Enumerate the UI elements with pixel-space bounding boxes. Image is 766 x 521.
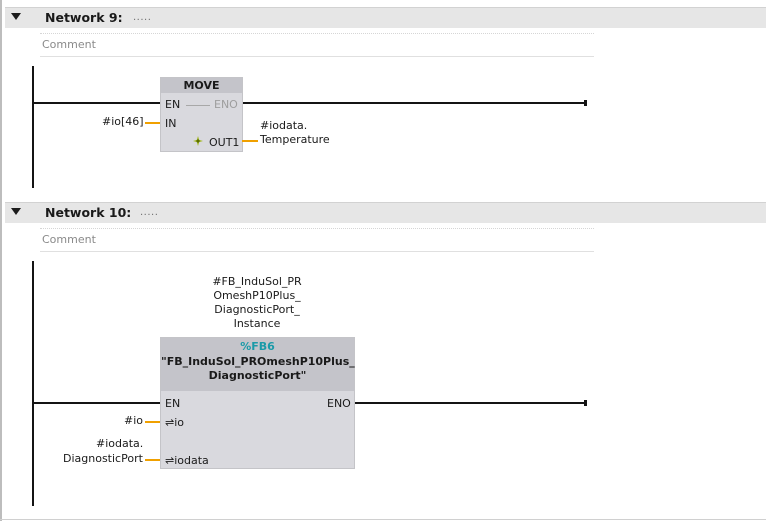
network-9-power-rail (32, 66, 34, 188)
network-9-header[interactable]: Network 9: ..... (5, 7, 766, 28)
fb-pin-eno[interactable]: ENO (327, 397, 351, 410)
fb-block-header (161, 338, 354, 391)
fb-operand-io[interactable]: #io (124, 414, 144, 427)
network-9-dots: ..... (133, 12, 152, 23)
network-9-comment[interactable]: Comment (40, 33, 594, 57)
chevron-down-icon[interactable] (11, 13, 21, 20)
fb-block[interactable]: %FB6 "FB_InduSol_PROmeshP10Plus_ Diagnos… (160, 337, 355, 469)
move-pin-out1[interactable]: OUT1 (209, 136, 240, 149)
move-operand-out1-line2[interactable]: Temperature (260, 133, 330, 146)
network-10-title: Network 10: (45, 205, 132, 220)
move-pin-eno[interactable]: ENO (214, 98, 238, 111)
network-9-comment-placeholder: Comment (42, 38, 96, 51)
network-9-title: Network 9: (45, 10, 123, 25)
network-10-comment[interactable]: Comment (40, 228, 594, 252)
move-in-connector (145, 122, 160, 124)
move-internal-line (186, 105, 210, 106)
fb-operand-iodata-line1[interactable]: #iodata. (96, 437, 144, 450)
move-pin-in[interactable]: IN (165, 117, 177, 130)
move-block-title: MOVE (183, 79, 220, 92)
sparkle-output-icon (193, 136, 203, 146)
network-9-wire-end (584, 100, 587, 106)
network-10-wire-en (33, 402, 160, 404)
left-edge (0, 0, 2, 521)
fb-operand-iodata-line2[interactable]: DiagnosticPort (63, 452, 143, 465)
fb-instance-line-1[interactable]: #FB_InduSol_PR (212, 275, 302, 288)
fb-instance-line-3[interactable]: DiagnosticPort_ (214, 303, 300, 316)
fb-io-connector (145, 421, 160, 423)
move-block[interactable]: MOVE EN ENO IN OUT1 (160, 77, 243, 152)
network-10-comment-placeholder: Comment (42, 233, 96, 246)
network-9-wire-en (33, 102, 160, 104)
fb-address: %FB6 (240, 340, 275, 353)
move-operand-out1-line1[interactable]: #iodata. (260, 119, 308, 132)
network-10-power-rail (32, 261, 34, 506)
move-block-header (161, 78, 242, 93)
fb-instance-line-4[interactable]: Instance (233, 317, 281, 330)
fb-pin-en[interactable]: EN (165, 397, 181, 410)
network-9-wire-eno (241, 102, 586, 104)
bottom-separator (0, 519, 766, 520)
move-out1-connector (242, 140, 258, 142)
network-10-wire-end (584, 400, 587, 406)
fb-pin-io[interactable]: ⇌io (165, 416, 185, 429)
network-10-wire-eno (353, 402, 586, 404)
move-operand-in[interactable]: #io[46] (102, 115, 144, 128)
network-10-header[interactable]: Network 10: ..... (5, 202, 766, 223)
fb-name-line-2: DiagnosticPort" (208, 369, 307, 382)
chevron-down-icon[interactable] (11, 208, 21, 215)
move-pin-en[interactable]: EN (165, 98, 181, 111)
fb-pin-iodata[interactable]: ⇌iodata (165, 454, 209, 467)
network-10-dots: ..... (140, 207, 159, 218)
fb-instance-line-2[interactable]: OmeshP10Plus_ (213, 289, 301, 302)
left-gap (2, 0, 5, 521)
fb-iodata-connector (145, 459, 160, 461)
fb-name-line-1: "FB_InduSol_PROmeshP10Plus_ (161, 355, 355, 368)
